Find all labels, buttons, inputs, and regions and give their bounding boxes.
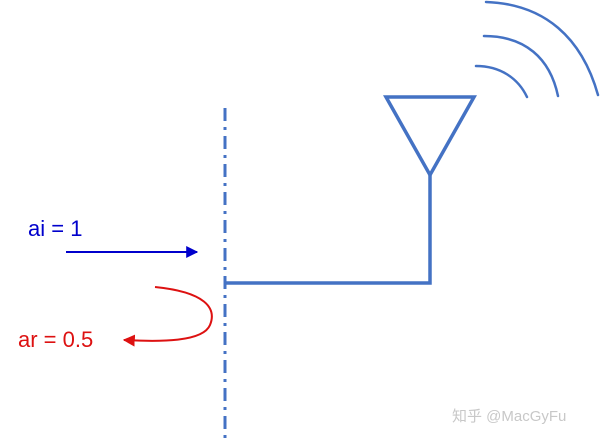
reflected-label: ar = 0.5 xyxy=(18,327,93,352)
wave-arc-outer xyxy=(484,0,600,97)
antenna-icon xyxy=(383,95,477,179)
watermark-text: 知乎 @MacGyFu xyxy=(452,408,566,425)
incident-label: ai = 1 xyxy=(28,216,82,241)
radio-waves-icon xyxy=(474,0,600,99)
reflected-arrow xyxy=(122,286,213,347)
feed-line xyxy=(225,175,432,285)
wave-arc-middle xyxy=(482,34,560,98)
wave-arc-inner xyxy=(474,64,529,99)
